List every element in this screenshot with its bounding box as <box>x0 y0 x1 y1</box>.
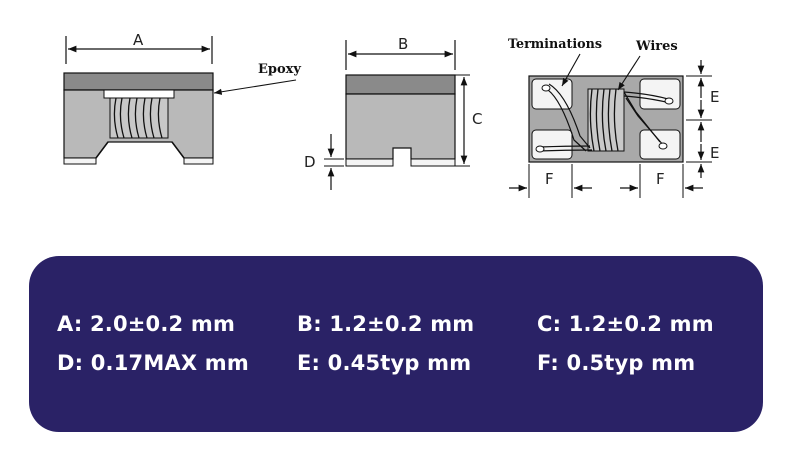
epoxy-cap <box>63 72 214 91</box>
label-epoxy: Epoxy <box>258 62 301 77</box>
epoxy-leader <box>213 79 297 95</box>
side-body <box>345 93 456 160</box>
pad-bottom-left <box>531 129 573 160</box>
winding <box>113 97 163 139</box>
front-view: A Epoxy <box>63 31 301 165</box>
bottom-winding <box>589 88 619 152</box>
spec-e: E: 0.45typ mm <box>297 351 472 375</box>
inductor-dimension-drawing: A Epoxy B <box>63 31 719 198</box>
spec-d: D: 0.17MAX mm <box>57 351 249 375</box>
spec-b: B: 1.2±0.2 mm <box>297 312 475 336</box>
spec-a: A: 2.0±0.2 mm <box>57 312 236 336</box>
label-terminations: Terminations <box>508 37 602 52</box>
side-view: B C D <box>304 35 482 190</box>
label-d: D <box>304 153 316 171</box>
termination-right <box>183 157 214 165</box>
label-c: C <box>472 110 482 128</box>
label-e-bottom: E <box>710 144 719 162</box>
spec-f: F: 0.5typ mm <box>537 351 696 375</box>
spec-c: C: 1.2±0.2 mm <box>537 312 714 336</box>
label-f-right: F <box>656 170 665 188</box>
bottom-view: Terminations Wires <box>508 37 719 198</box>
spec-panel: A: 2.0±0.2 mm B: 1.2±0.2 mm C: 1.2±0.2 m… <box>29 256 763 432</box>
termination-left <box>63 157 97 165</box>
side-epoxy <box>345 74 456 95</box>
label-b: B <box>398 35 408 53</box>
label-f-left: F <box>545 170 554 188</box>
label-wires: Wires <box>635 39 678 54</box>
label-e-top: E <box>710 88 719 106</box>
label-a: A <box>133 31 144 49</box>
